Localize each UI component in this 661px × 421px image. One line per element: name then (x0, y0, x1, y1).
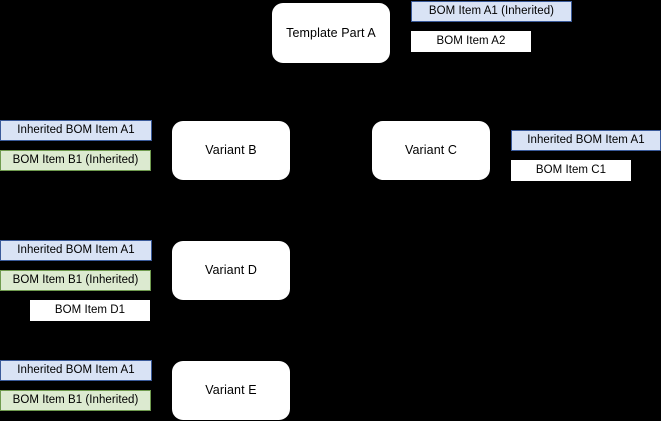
node-label: Variant D (204, 263, 258, 278)
bom-chip-e-2[interactable]: BOM Item B1 (Inherited) (0, 390, 151, 411)
bom-chip-c-2[interactable]: BOM Item C1 (511, 160, 631, 181)
bom-chip-c-1[interactable]: Inherited BOM Item A1 (511, 130, 661, 151)
bom-item-label: BOM Item A2 (436, 34, 506, 47)
bom-chip-d-3[interactable]: BOM Item D1 (30, 300, 150, 321)
node-label: Variant E (205, 383, 257, 398)
bom-chip-d-1[interactable]: Inherited BOM Item A1 (0, 240, 152, 261)
bom-chip-b-1[interactable]: Inherited BOM Item A1 (0, 120, 152, 141)
bom-item-label: BOM Item B1 (Inherited) (12, 153, 139, 166)
bom-item-label: Inherited BOM Item A1 (527, 133, 645, 146)
bom-item-label: BOM Item B1 (Inherited) (12, 393, 139, 406)
node-variant-d[interactable]: Variant D (172, 241, 290, 300)
bom-chip-b-2[interactable]: BOM Item B1 (Inherited) (0, 150, 151, 171)
bom-chip-e-1[interactable]: Inherited BOM Item A1 (0, 360, 152, 381)
node-label: Variant B (205, 143, 257, 158)
node-label: Template Part A (286, 25, 376, 40)
bom-item-label: BOM Item C1 (535, 163, 607, 176)
node-variant-c[interactable]: Variant C (372, 121, 490, 180)
bom-item-label: Inherited BOM Item A1 (17, 243, 135, 256)
node-label: Variant C (404, 143, 458, 158)
bom-chip-a-2[interactable]: BOM Item A2 (411, 31, 531, 52)
bom-item-label: Inherited BOM Item A1 (17, 123, 135, 136)
bom-item-label: BOM Item B1 (Inherited) (12, 273, 139, 286)
bom-item-label: BOM Item A1 (Inherited) (428, 4, 555, 17)
bom-chip-a-1[interactable]: BOM Item A1 (Inherited) (411, 1, 572, 22)
node-variant-e[interactable]: Variant E (172, 361, 290, 420)
bom-chip-d-2[interactable]: BOM Item B1 (Inherited) (0, 270, 151, 291)
node-variant-b[interactable]: Variant B (172, 121, 290, 180)
node-template-part-a[interactable]: Template Part A (272, 3, 390, 63)
bom-item-label: Inherited BOM Item A1 (17, 363, 135, 376)
bom-item-label: BOM Item D1 (54, 303, 126, 316)
